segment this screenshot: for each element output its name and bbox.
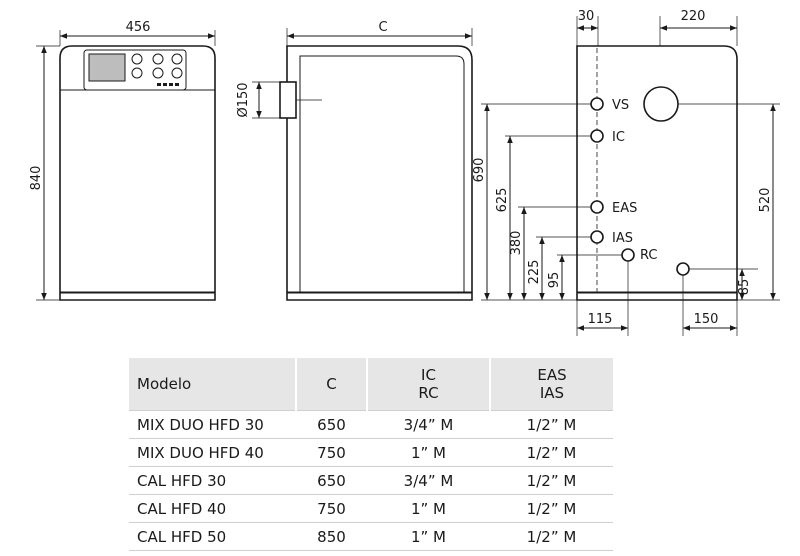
cell-eas-ias: 1/2” M <box>489 438 613 467</box>
dim-690: 690 <box>472 158 487 183</box>
dim-115: 115 <box>588 312 613 327</box>
side-cabinet <box>286 45 473 301</box>
bottom-right-connection <box>676 262 690 276</box>
header-model: Modelo <box>129 358 297 411</box>
header-ic-rc: IC RC <box>366 358 491 411</box>
control-panel <box>83 49 187 91</box>
front-cabinet <box>59 45 216 301</box>
cell-c: 750 <box>296 438 367 467</box>
dim-85: 85 <box>737 279 752 296</box>
cell-eas-ias: 1/2” M <box>489 410 613 439</box>
ias-connection <box>590 230 604 244</box>
table-row: CAL HFD 30 650 3/4” M 1/2” M <box>129 466 613 495</box>
cell-eas-ias: 1/2” M <box>489 466 613 495</box>
technical-drawing: 456 840 C <box>29 9 780 336</box>
dim-625: 625 <box>495 188 510 213</box>
label-ias: IAS <box>612 231 633 246</box>
header-eas-ias: EAS IAS <box>489 358 613 411</box>
header-c: C <box>296 358 368 411</box>
dim-520: 520 <box>758 188 773 213</box>
rc-connection <box>621 248 635 262</box>
vs-connection <box>590 97 604 111</box>
cell-model: CAL HFD 50 <box>129 522 296 551</box>
dim-150: 150 <box>694 312 719 327</box>
dim-height: 840 <box>29 166 44 191</box>
cell-ic-rc: 1” M <box>366 522 490 551</box>
rear-view: 30 220 VS IC EAS IAS RC 690 <box>472 9 780 336</box>
cell-ic-rc: 3/4” M <box>366 410 490 439</box>
label-eas: EAS <box>612 201 637 216</box>
table-row: CAL HFD 40 750 1” M 1/2” M <box>129 494 613 523</box>
cell-c: 850 <box>296 522 367 551</box>
table-row: CAL HFD 50 850 1” M 1/2” M <box>129 522 613 551</box>
cell-eas-ias: 1/2” M <box>489 522 613 551</box>
flue-outlet <box>279 81 297 119</box>
dim-95: 95 <box>547 272 562 289</box>
flue-circle <box>643 86 679 122</box>
cell-c: 750 <box>296 494 367 523</box>
dim-flue-diameter: Ø150 <box>236 82 251 117</box>
table-row: MIX DUO HFD 40 750 1” M 1/2” M <box>129 438 613 467</box>
dim-380: 380 <box>509 231 524 256</box>
eas-connection <box>590 200 604 214</box>
dim-front-width: 456 <box>126 20 151 35</box>
header-eas: EAS <box>537 366 567 384</box>
dim-rear-30: 30 <box>578 9 595 24</box>
cell-model: CAL HFD 30 <box>129 466 296 495</box>
side-view: C Ø150 <box>236 20 473 301</box>
header-rc: RC <box>418 384 439 402</box>
ic-connection <box>590 129 604 143</box>
header-ic: IC <box>421 366 436 384</box>
cell-ic-rc: 1” M <box>366 494 490 523</box>
label-rc: RC <box>640 248 657 263</box>
header-ias: IAS <box>539 384 565 402</box>
front-view: 456 840 <box>29 20 216 301</box>
cell-ic-rc: 1” M <box>366 438 490 467</box>
dim-side-depth: C <box>378 20 387 35</box>
cell-eas-ias: 1/2” M <box>489 494 613 523</box>
table-row: MIX DUO HFD 30 650 3/4” M 1/2” M <box>129 410 613 439</box>
cell-model: MIX DUO HFD 40 <box>129 438 296 467</box>
table-header-row: Modelo C IC RC EAS IAS <box>129 358 613 411</box>
cell-model: CAL HFD 40 <box>129 494 296 523</box>
label-vs: VS <box>612 98 629 113</box>
dim-225: 225 <box>527 260 542 285</box>
display-screen <box>88 53 126 82</box>
rear-cabinet <box>576 45 738 301</box>
spec-table: Modelo C IC RC EAS IAS MIX DUO HFD 30 65… <box>129 358 613 551</box>
cell-c: 650 <box>296 466 367 495</box>
label-ic: IC <box>612 130 625 145</box>
cell-ic-rc: 3/4” M <box>366 466 490 495</box>
cell-c: 650 <box>296 410 367 439</box>
dim-rear-220: 220 <box>681 9 706 24</box>
cell-model: MIX DUO HFD 30 <box>129 410 296 439</box>
